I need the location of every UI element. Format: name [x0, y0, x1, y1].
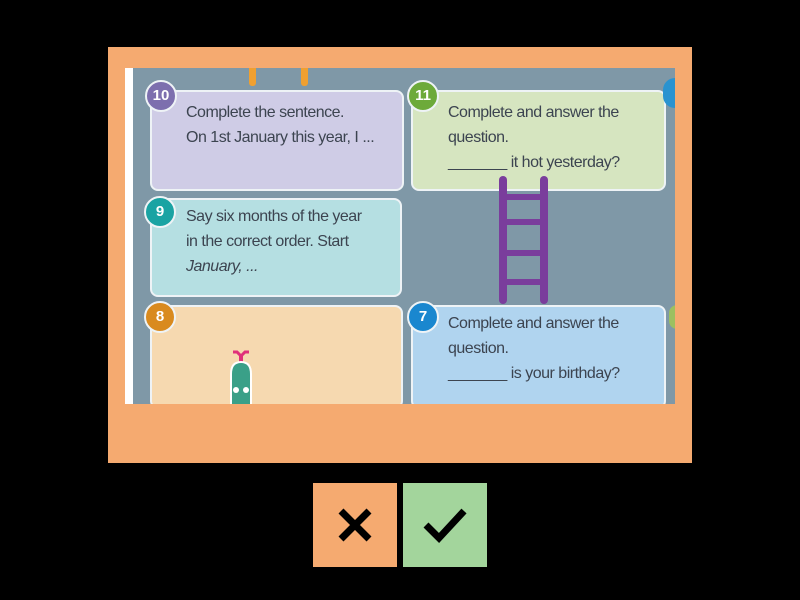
square-text: in the correct order. Start — [186, 233, 349, 250]
square-8 — [150, 305, 403, 404]
square-text: On 1st January this year, I ... — [186, 129, 375, 146]
board-edge — [125, 68, 133, 404]
square-10: Complete the sentence. On 1st January th… — [150, 90, 404, 191]
square-number-badge: 11 — [407, 80, 439, 112]
square-text: Complete the sentence. — [186, 104, 345, 121]
square-text: Complete and answer the — [448, 315, 619, 332]
x-icon — [338, 508, 372, 542]
orange-ladder-icon — [249, 68, 308, 86]
monster-character-icon — [230, 350, 252, 404]
next-badge-partial — [669, 305, 675, 329]
purple-ladder-icon — [499, 176, 548, 304]
square-text: question. — [448, 129, 509, 146]
wrong-button[interactable] — [313, 483, 397, 567]
check-icon — [423, 508, 467, 544]
square-number-badge: 9 — [144, 196, 176, 228]
decoration-icon — [565, 68, 645, 74]
board-game-image: Complete the sentence. On 1st January th… — [125, 68, 675, 404]
next-badge-partial — [663, 78, 675, 108]
square-7: Complete and answer the question. ______… — [411, 305, 666, 404]
correct-button[interactable] — [403, 483, 487, 567]
square-text: _______ it hot yesterday? — [448, 154, 620, 171]
square-number-badge: 7 — [407, 301, 439, 333]
square-text: Say six months of the year — [186, 208, 362, 225]
square-text: Complete and answer the — [448, 104, 619, 121]
square-text: _______ is your birthday? — [448, 365, 620, 382]
square-11: Complete and answer the question. ______… — [411, 90, 666, 191]
square-number-badge: 8 — [144, 301, 176, 333]
square-9: Say six months of the year in the correc… — [150, 198, 402, 297]
square-text: question. — [448, 340, 509, 357]
square-number-badge: 10 — [145, 80, 177, 112]
square-text: January, ... — [186, 258, 258, 275]
